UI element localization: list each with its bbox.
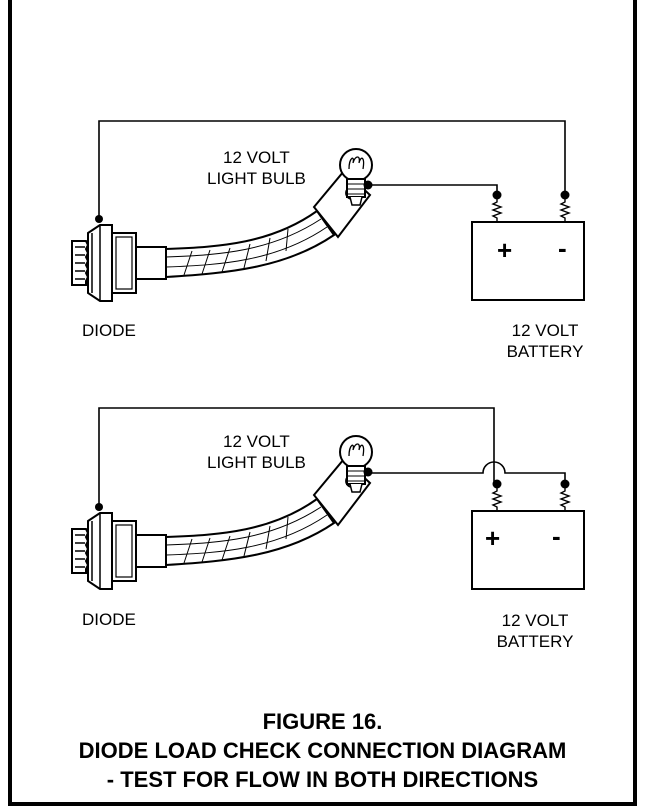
battery-2-label-line2: BATTERY [496,632,574,651]
diagram-2 [71,407,585,590]
battery-1-minus: - [558,233,567,263]
bulb-1-label-line1: 12 VOLT [223,148,290,167]
battery-1-plus: + [497,235,513,265]
battery-2-label: 12 VOLT BATTERY [480,610,590,652]
wire-1-bulb-to-positive [372,184,498,195]
battery-1-label: 12 VOLT BATTERY [490,320,600,362]
bulb-1-label-line2: LIGHT BULB [207,169,306,188]
bulb-1-label: 12 VOLT LIGHT BULB [207,147,306,189]
diode-2-icon [71,458,371,590]
figure-subtitle: - TEST FOR FLOW IN BOTH DIRECTIONS [106,767,539,792]
diode-1-icon [71,170,371,302]
diode-2-label: DIODE [82,610,136,629]
bulb-2-label: 12 VOLT LIGHT BULB [207,431,306,473]
battery-2-label-line1: 12 VOLT [501,611,569,630]
battery-1-label-line1: 12 VOLT [511,321,579,340]
figure-number: FIGURE 16. [262,709,383,734]
battery-2-plus: + [485,523,501,553]
battery-1-label-line2: BATTERY [506,342,584,361]
wire-1-diode-to-negative [98,120,566,219]
wire-2-diode-to-positive [98,407,495,507]
figure-title: DIODE LOAD CHECK CONNECTION DIAGRAM [78,738,567,763]
battery-1-icon [471,189,585,301]
diode-1-label: DIODE [82,321,136,340]
bulb-2-label-line2: LIGHT BULB [207,453,306,472]
wire-2-bulb-to-negative [372,461,566,484]
diagram-1 [71,120,585,302]
figure-frame [8,0,637,806]
battery-2-minus: - [552,521,561,551]
bulb-2-label-line1: 12 VOLT [223,432,290,451]
